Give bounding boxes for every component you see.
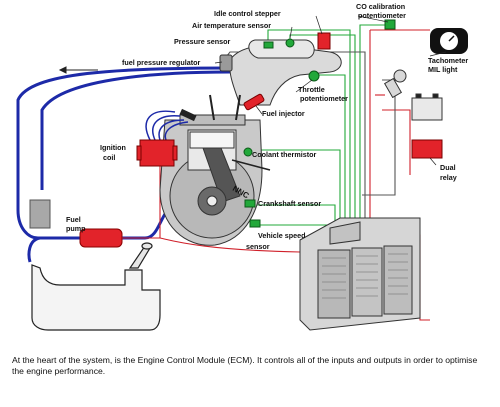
fuel-tank	[31, 242, 161, 331]
coolant-thermistor	[243, 147, 253, 157]
label-dual: Dual	[440, 163, 456, 172]
ignition-leads	[145, 110, 189, 141]
label-throttle: Throttle	[298, 85, 325, 94]
engine-block	[159, 114, 271, 246]
fuel-injector	[243, 93, 265, 111]
label-relay: relay	[440, 173, 457, 182]
pressure-sensor	[263, 41, 274, 49]
label-fuel-pressure-regulator: fuel pressure regulator	[122, 58, 200, 67]
co-calibration-potentiometer	[384, 19, 396, 30]
caption: At the heart of the system, is the Engin…	[12, 355, 478, 377]
label-coil: coil	[103, 153, 115, 162]
valves	[209, 94, 241, 121]
vehicle-speed-sensor	[249, 219, 261, 228]
fuel-pump	[79, 228, 123, 248]
tachometer	[430, 28, 468, 54]
label-sensor: sensor	[246, 242, 270, 251]
label-coolant-thermistor: Coolant thermistor	[252, 150, 316, 159]
return-arrow-icon	[58, 66, 98, 74]
ignition-coil	[136, 139, 178, 167]
label-pressure-sensor: Pressure sensor	[174, 37, 231, 46]
dual-relay	[411, 139, 443, 159]
label-vehicle-speed: Vehicle speed	[258, 231, 306, 240]
label-crankshaft-sensor: Crankshaft sensor	[258, 199, 321, 208]
label-idle-control-stepper: Idle control stepper	[214, 9, 281, 18]
label-fuel-injector: Fuel injector	[262, 109, 305, 118]
air-temperature-sensor	[285, 38, 295, 48]
label-fuel: Fuel	[66, 215, 81, 224]
battery	[411, 93, 443, 121]
throttle-potentiometer	[308, 70, 320, 82]
spark-plug	[179, 108, 197, 122]
label-co-potentiometer: potentiometer	[358, 11, 406, 20]
idle-control-stepper	[317, 32, 331, 50]
label-ignition: Ignition	[100, 143, 126, 152]
label-throttle-potentiometer: potentiometer	[300, 94, 348, 103]
ignition-switch	[383, 69, 407, 99]
crankshaft-sensor	[244, 199, 256, 208]
engine-control-module	[299, 217, 421, 331]
label-air-temperature-sensor: Air temperature sensor	[192, 21, 271, 30]
label-pump: pump	[66, 224, 86, 233]
label-co-calibration: CO calibration	[356, 2, 405, 11]
fuel-filter	[29, 199, 51, 229]
engine-management-diagram: Fuel pump NNC	[16, 2, 468, 331]
leader-lines	[214, 15, 447, 166]
label-tachometer: Tachometer	[428, 56, 468, 65]
fuel-pressure-regulator	[219, 54, 233, 72]
label-mil-light: MIL light	[428, 65, 458, 74]
intake-manifold	[229, 39, 342, 106]
